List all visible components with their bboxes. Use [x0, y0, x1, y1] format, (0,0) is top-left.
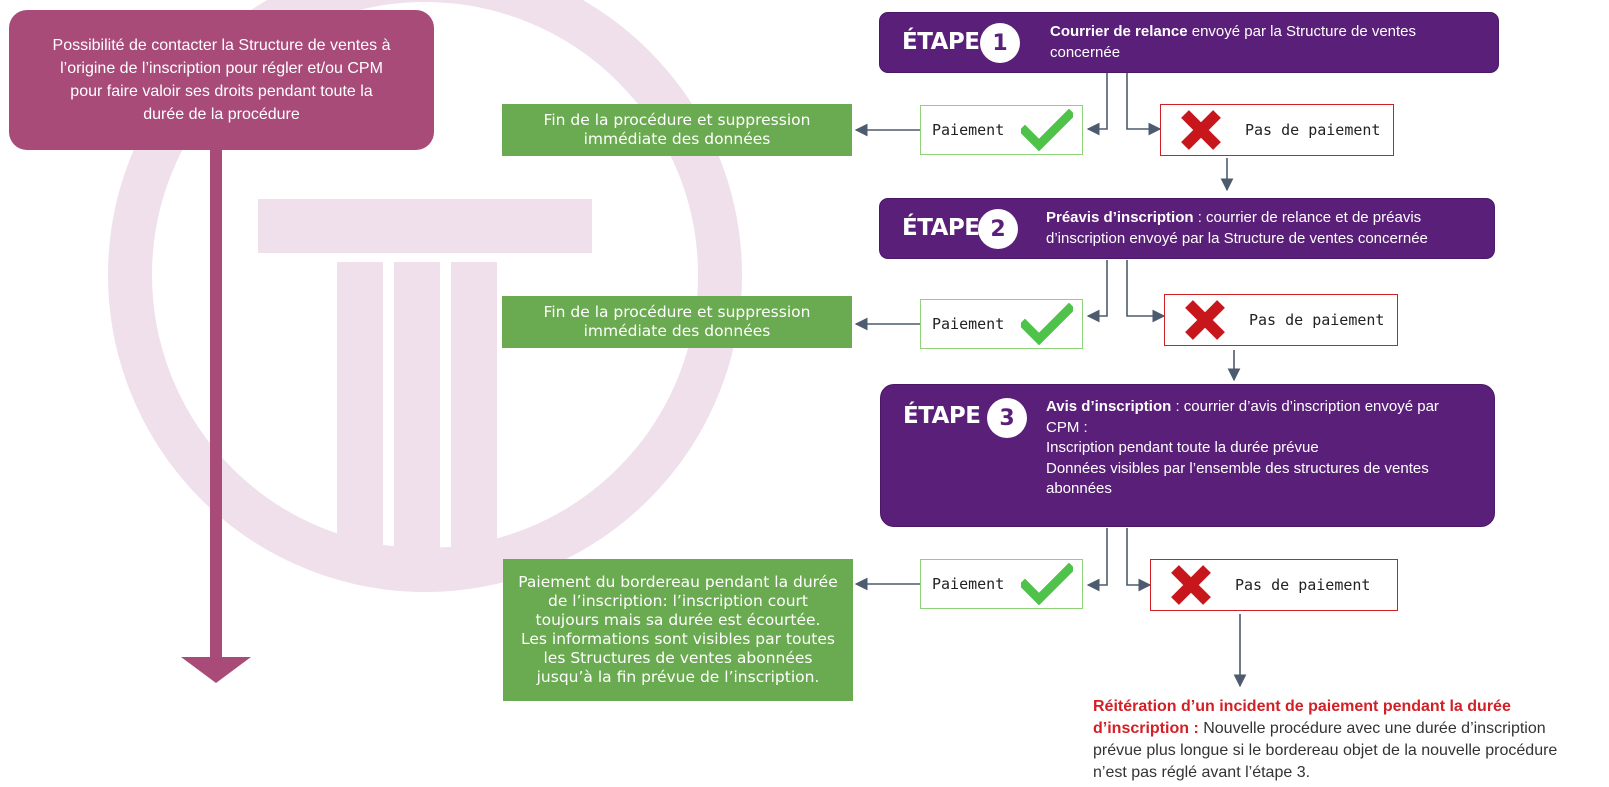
step-description: Préavis d’inscription : courrier de rela… [1046, 208, 1486, 249]
reiteration-note: Réitération d’un incident de paiement pe… [1093, 696, 1609, 784]
fin-line: Paiement du bordereau pendant la durée [518, 573, 838, 591]
etape-label: ÉTAPE [903, 403, 981, 429]
fin-line: toujours mais sa durée est écourtée. [535, 611, 821, 629]
note-line: l’origine de l’inscription pour régler e… [60, 60, 383, 77]
fin-procedure-box-2: Fin de la procédure et suppression imméd… [502, 296, 852, 348]
step-number-badge: 1 [980, 23, 1020, 63]
paiement-label: Paiement [932, 315, 1005, 333]
step-text-line: CPM : [1046, 418, 1088, 436]
cross-icon [1185, 300, 1225, 340]
step-text-line: concernée [1050, 43, 1121, 61]
step-text-line: Données visibles par l’ensemble des stru… [1046, 459, 1429, 477]
fin-line: Fin de la procédure et suppression [543, 111, 811, 129]
fin-line: Fin de la procédure et suppression [543, 303, 811, 321]
step-number-badge: 2 [978, 209, 1018, 249]
check-icon [1021, 109, 1073, 151]
fin-procedure-box-3: Paiement du bordereau pendant la durée d… [503, 559, 853, 701]
step-number-badge: 3 [987, 398, 1027, 438]
paiement-label: Paiement [932, 121, 1005, 139]
note-line: Possibilité de contacter la Structure de… [52, 37, 391, 54]
etape-3-box: ÉTAPE 3 Avis d’inscription : courrier d’… [880, 384, 1495, 527]
pas-de-paiement-label: Pas de paiement [1235, 576, 1371, 594]
pas-de-paiement-label: Pas de paiement [1249, 311, 1385, 329]
paiement-box-3: Paiement [920, 559, 1083, 609]
step-text-line: Inscription pendant toute la durée prévu… [1046, 439, 1319, 456]
paiement-box-1: Paiement [920, 105, 1083, 155]
step-title: Préavis d’inscription [1046, 209, 1194, 226]
reiteration-text: Nouvelle procédure avec une durée d’insc… [1198, 720, 1546, 737]
pas-de-paiement-label: Pas de paiement [1245, 121, 1381, 139]
step-text-line: d’inscription envoyé par la Structure de… [1046, 229, 1428, 247]
reiteration-heading: d’inscription : [1093, 720, 1199, 737]
cross-icon [1181, 110, 1221, 150]
reiteration-text: n’est pas réglé avant l’étape 3. [1093, 764, 1311, 781]
pas-de-paiement-box-3: Pas de paiement [1150, 559, 1398, 611]
check-icon [1021, 563, 1073, 605]
etape-label: ÉTAPE [902, 29, 980, 55]
fin-line: de l’inscription: l’inscription court [548, 592, 808, 610]
note-line: durée de la procédure [143, 106, 300, 123]
paiement-label: Paiement [932, 575, 1005, 593]
note-line: pour faire valoir ses droits pendant tou… [70, 83, 373, 100]
pas-de-paiement-box-2: Pas de paiement [1164, 294, 1398, 346]
step-description: Avis d’inscription : courrier d’avis d’i… [1046, 397, 1486, 500]
fin-line: les Structures de ventes abonnées [543, 649, 813, 667]
fin-procedure-box-1: Fin de la procédure et suppression imméd… [502, 104, 852, 156]
step-description: Courrier de relance envoyé par la Struct… [1050, 22, 1490, 63]
pas-de-paiement-box-1: Pas de paiement [1160, 104, 1394, 156]
fin-line: immédiate des données [583, 130, 771, 148]
step-text-line: abonnées [1046, 480, 1112, 497]
fin-line: immédiate des données [583, 322, 771, 340]
reiteration-heading: Réitération d’un incident de paiement pe… [1093, 698, 1511, 715]
check-icon [1021, 303, 1073, 345]
step-text: envoyé par la Structure de ventes [1187, 23, 1417, 40]
paiement-box-2: Paiement [920, 299, 1083, 349]
cross-icon [1171, 565, 1211, 605]
etape-2-box: ÉTAPE 2 Préavis d’inscription : courrier… [879, 198, 1495, 259]
reiteration-text: prévue plus longue si le bordereau objet… [1093, 742, 1558, 759]
step-title: Courrier de relance [1050, 23, 1188, 40]
fin-line: Les informations sont visibles par toute… [520, 630, 835, 648]
step-text: : courrier d’avis d’inscription envoyé p… [1171, 398, 1439, 415]
etape-label: ÉTAPE [902, 215, 980, 241]
step-title: Avis d’inscription [1046, 398, 1172, 415]
fin-line: jusqu’à la fin prévue de l’inscription. [536, 668, 820, 686]
etape-1-box: ÉTAPE 1 Courrier de relance envoyé par l… [879, 12, 1499, 73]
step-text: : courrier de relance et de préavis [1193, 209, 1422, 226]
contact-note: Possibilité de contacter la Structure de… [9, 10, 434, 150]
